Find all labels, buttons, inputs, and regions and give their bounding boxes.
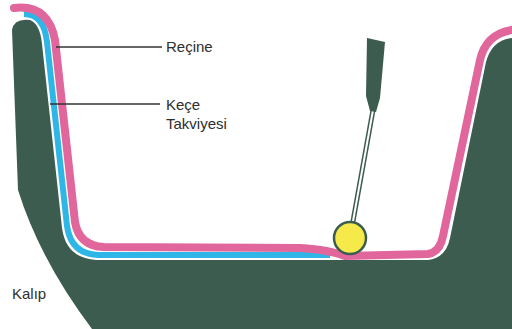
roller-rod-core — [350, 110, 373, 238]
roller-rod — [350, 110, 373, 238]
resin-layer — [14, 8, 512, 256]
leader-line — [50, 103, 160, 105]
part-label: Kalıp — [12, 284, 46, 303]
roller-grip — [366, 38, 385, 112]
leader-line — [56, 46, 162, 48]
felt-layer — [24, 14, 330, 255]
roller — [334, 222, 366, 254]
part-label: Keçe Takviyesi — [166, 95, 256, 133]
mold — [12, 20, 512, 329]
part-label: Reçine — [166, 37, 213, 56]
